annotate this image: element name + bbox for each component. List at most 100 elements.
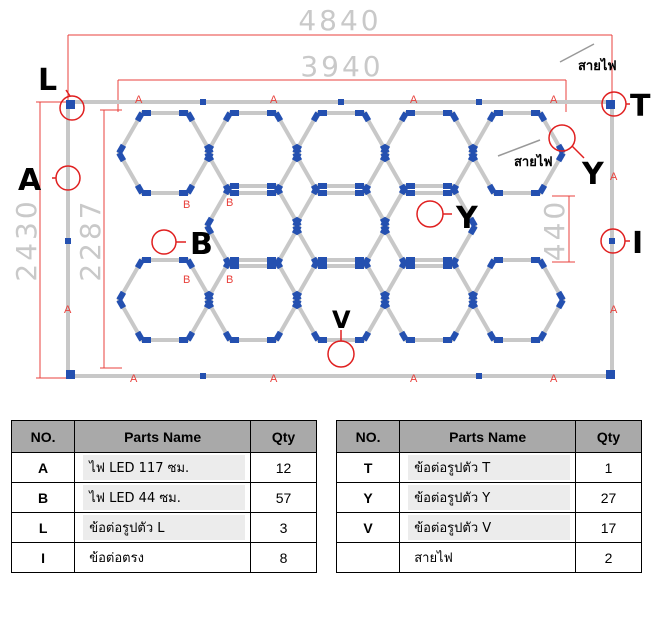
callouts <box>52 89 630 368</box>
cell-name: สายไฟ <box>414 551 453 566</box>
connector-arm <box>273 258 284 270</box>
cell-qty: 57 <box>249 482 318 513</box>
dimension-lines <box>36 34 613 379</box>
mark-a: A <box>410 94 418 106</box>
connector-arm <box>468 290 479 302</box>
callout-y-right: Y <box>581 157 605 192</box>
mark-b: B <box>226 274 233 286</box>
mark-a: A <box>270 94 278 106</box>
dim-cell-height: 440 <box>538 199 571 261</box>
connector-arm <box>555 298 566 310</box>
connector-arm <box>380 151 391 163</box>
cell-no: Y <box>335 482 401 513</box>
cell-qty: 17 <box>574 512 643 543</box>
connector-arm <box>185 330 196 342</box>
cell-name: ไฟ LED 44 ซม. <box>83 485 246 510</box>
connector-arm <box>292 224 303 236</box>
connector-arm <box>222 184 233 196</box>
dim-total-width: 4840 <box>298 4 381 37</box>
connector-arm <box>555 290 566 302</box>
connector-arm <box>398 258 409 270</box>
callout-i: I <box>632 226 643 261</box>
connector-arm <box>310 258 321 270</box>
cable-label-mid: สายไฟ <box>514 153 553 170</box>
connector-arm <box>273 184 284 196</box>
cell-name: ข้อต่อรูปตัว L <box>83 515 246 540</box>
connector-arm <box>116 143 127 155</box>
part-marks: A A A A A A A A A A A B B B B <box>64 94 618 385</box>
connector-arm <box>449 184 460 196</box>
connector-arm <box>116 290 127 302</box>
connector-arm <box>467 216 478 228</box>
connector-arm <box>222 258 233 270</box>
connector-arm <box>380 290 391 302</box>
connector-arm <box>222 330 233 342</box>
connector-arm <box>555 151 566 163</box>
connector-arm <box>537 111 548 123</box>
connector-arm <box>204 298 215 310</box>
col-no: NO. <box>335 420 401 453</box>
callout-v: V <box>332 306 351 334</box>
connector-arm <box>204 290 215 302</box>
connector-arm <box>380 224 391 236</box>
mark-a: A <box>610 304 618 316</box>
mark-b: B <box>183 274 190 286</box>
connector-arm <box>116 151 127 163</box>
callout-l: L <box>38 63 57 98</box>
cable-pointers <box>497 43 595 157</box>
connector-arm <box>292 151 303 163</box>
cell-no: V <box>335 512 401 543</box>
col-qty: Qty <box>574 420 643 453</box>
dim-total-height: 2430 <box>10 198 43 281</box>
cell-no: L <box>10 512 76 543</box>
connector-arm <box>537 183 548 195</box>
connector-arm <box>361 330 372 342</box>
connector-arm <box>486 183 497 195</box>
connector-arm <box>185 183 196 195</box>
mark-a: A <box>550 373 558 385</box>
connector-arm <box>134 330 145 342</box>
mark-b: B <box>183 199 190 211</box>
connector-arm <box>398 184 409 196</box>
connector-arm <box>116 298 127 310</box>
mark-a: A <box>130 373 138 385</box>
cell-name: ข้อต่อรูปตัว V <box>408 515 571 540</box>
mark-a: A <box>410 373 418 385</box>
hexagon-layout-diagram: 4840 3940 2430 2287 440 A A A A A A A A … <box>10 4 651 385</box>
connector-arm <box>537 258 548 270</box>
connector-arm <box>468 298 479 310</box>
connector-arm <box>134 258 145 270</box>
connector-arm <box>468 151 479 163</box>
connector-arm <box>467 224 478 236</box>
connector-arm <box>204 143 215 155</box>
cell-qty: 12 <box>249 452 318 483</box>
connector-arm <box>449 258 460 270</box>
connector-arm <box>185 258 196 270</box>
cell-no: T <box>335 452 401 483</box>
connector-arm <box>398 330 409 342</box>
mark-a: A <box>64 304 72 316</box>
table-row: สายไฟ 2 <box>335 542 643 573</box>
connector-arm <box>361 184 372 196</box>
frame-connectors <box>65 99 615 379</box>
cell-qty: 2 <box>574 542 643 573</box>
connector-arm <box>468 143 479 155</box>
connector-arm <box>310 330 321 342</box>
callout-b: B <box>190 227 213 262</box>
col-qty: Qty <box>249 420 318 453</box>
connector-arm <box>185 111 196 123</box>
mark-a: A <box>135 94 143 106</box>
connector-arm <box>449 330 460 342</box>
table-header-row: NO. Parts Name Qty <box>10 420 318 453</box>
mark-a: A <box>610 171 618 183</box>
callout-a: A <box>18 163 42 198</box>
connector-arm <box>204 151 215 163</box>
cell-qty: 27 <box>574 482 643 513</box>
callout-y-center: Y <box>455 201 479 236</box>
cell-no: B <box>10 482 76 513</box>
mark-a: A <box>550 94 558 106</box>
